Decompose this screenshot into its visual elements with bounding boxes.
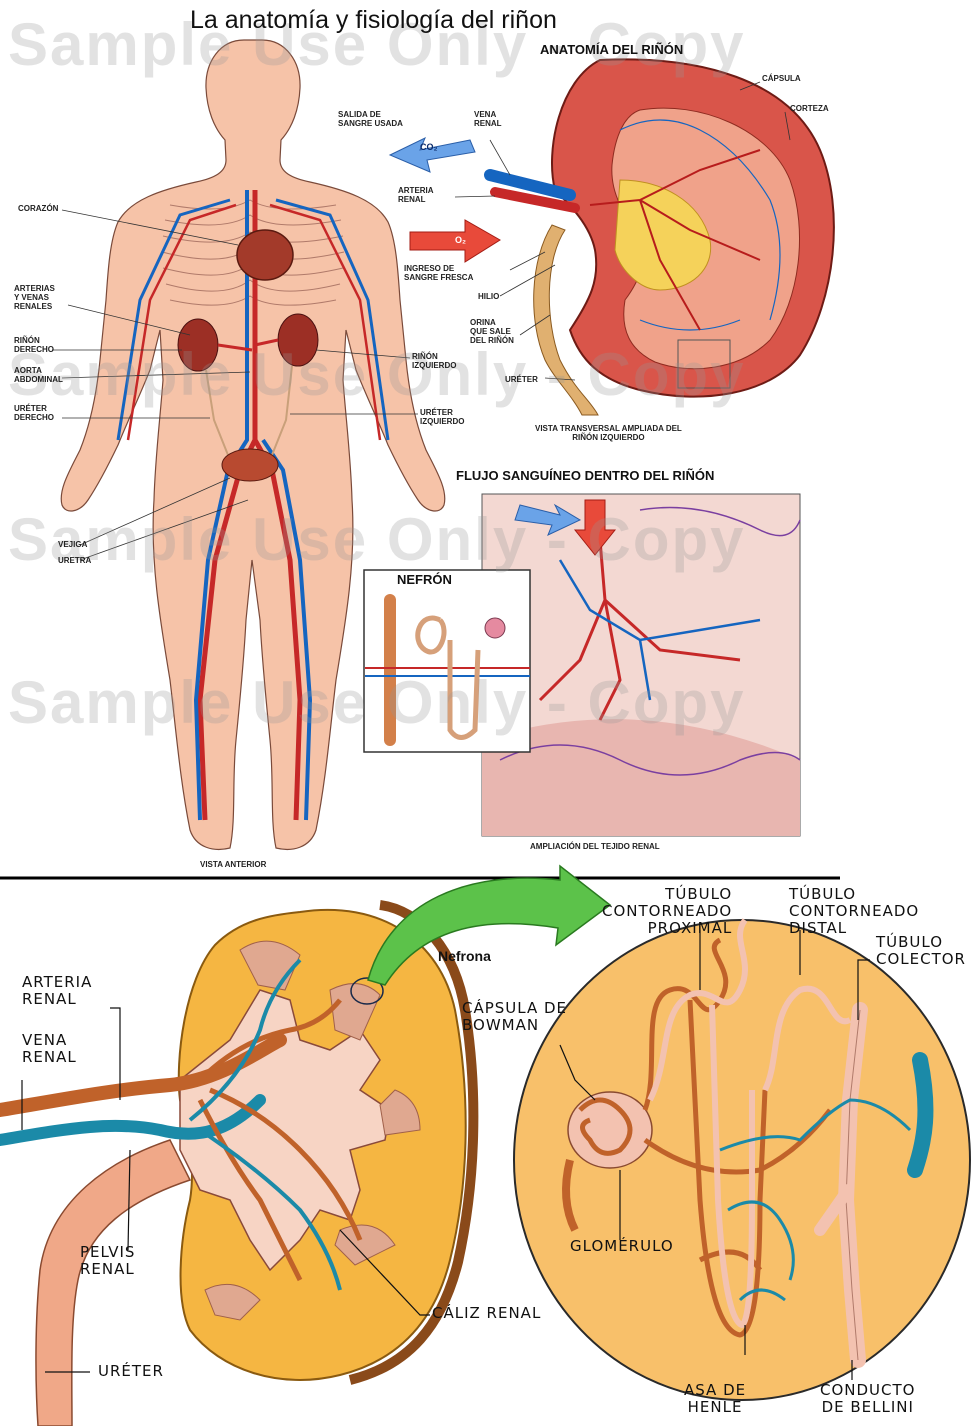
label-ingreso: INGRESO DE SANGRE FRESCA — [404, 264, 473, 282]
label-arteria-renal-top: ARTERIA RENAL — [398, 186, 434, 204]
label-aorta: AORTA ABDOMINAL — [14, 366, 63, 384]
label-ureter: URÉTER — [98, 1363, 164, 1380]
label-co2-top: CO₂ — [420, 143, 438, 152]
label-ureter-derecho: URÉTER DERECHO — [14, 404, 54, 422]
label-salida: SALIDA DE SANGRE USADA — [338, 110, 403, 128]
label-nefrona: Nefrona — [438, 948, 491, 964]
kidney-heading: ANATOMÍA DEL RIÑÓN — [540, 42, 683, 57]
label-ampliacion: AMPLIACIÓN DEL TEJIDO RENAL — [530, 842, 660, 851]
label-corazon: CORAZÓN — [18, 204, 58, 213]
label-capsula-bowman: CÁPSULA DE BOWMAN — [462, 1000, 567, 1034]
watermark-2: Sample Use Only - Copy — [8, 340, 746, 409]
label-hilio: HILIO — [478, 292, 499, 301]
label-arterias-venas: ARTERIAS Y VENAS RENALES — [14, 284, 55, 311]
label-rinon-izquierdo: RIÑÓN IZQUIERDO — [412, 352, 456, 370]
page-title: La anatomía y fisiología del riñon — [190, 6, 557, 35]
label-tubulo-distal: TÚBULO CONTORNEADO DISTAL — [789, 886, 919, 937]
heart — [237, 230, 293, 280]
label-corteza: CORTEZA — [790, 104, 829, 113]
label-vejiga: VEJIGA — [58, 540, 87, 549]
watermark-3: Sample Use Only - Copy — [8, 505, 746, 574]
label-orina: ORINA QUE SALE DEL RIÑÓN — [470, 318, 514, 345]
label-vista-transversal: VISTA TRANSVERSAL AMPLIADA DEL RIÑÓN IZQ… — [535, 424, 682, 442]
label-glomerulo: GLOMÉRULO — [570, 1238, 674, 1255]
watermark-4: Sample Use Only - Copy — [8, 668, 746, 737]
label-vista-anterior: VISTA ANTERIOR — [200, 860, 266, 869]
label-capsula: CÁPSULA — [762, 74, 801, 83]
label-o2-top: O₂ — [455, 236, 466, 245]
label-pelvis-renal: PELVIS RENAL — [80, 1244, 135, 1278]
label-uretra: URETRA — [58, 556, 91, 565]
label-vena-renal-top: VENA RENAL — [474, 110, 502, 128]
label-vena-renal: VENA RENAL — [22, 1032, 77, 1066]
label-ureter-top: URÉTER — [505, 375, 538, 384]
bladder — [222, 449, 278, 481]
label-tubulo-proximal: TÚBULO CONTORNEADO PROXIMAL — [602, 886, 732, 937]
label-caliz-renal: CÁLIZ RENAL — [432, 1305, 541, 1322]
nefron-label: NEFRÓN — [397, 572, 452, 587]
label-ureter-izquierdo: URÉTER IZQUIERDO — [420, 408, 464, 426]
label-asa-henle: ASA DE HENLE — [684, 1382, 746, 1416]
label-tubulo-colector: TÚBULO COLECTOR — [876, 934, 966, 968]
label-arteria-renal: ARTERIA RENAL — [22, 974, 92, 1008]
nephron-circle — [514, 920, 970, 1400]
label-conducto-bellini: CONDUCTO DE BELLINI — [820, 1382, 915, 1416]
flow-heading: FLUJO SANGUÍNEO DENTRO DEL RIÑÓN — [456, 468, 714, 483]
label-rinon-derecho: RIÑÓN DERECHO — [14, 336, 54, 354]
